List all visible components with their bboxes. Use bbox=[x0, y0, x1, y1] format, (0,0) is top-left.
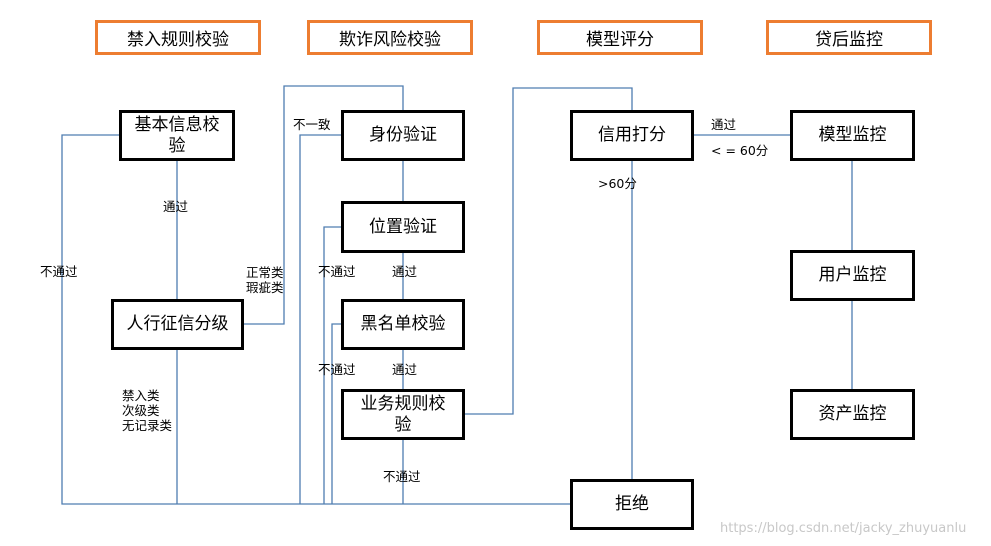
node-blacklist-check: 黑名单校验 bbox=[341, 299, 465, 350]
node-credit-scoring: 信用打分 bbox=[570, 110, 694, 161]
label-fail-basic: 不通过 bbox=[40, 264, 78, 279]
watermark: https://blog.csdn.net/jacky_zhuyuanlu bbox=[720, 521, 967, 536]
label-pass-credit: 通过 bbox=[711, 117, 737, 132]
header-post-loan-monitor: 贷后监控 bbox=[766, 20, 932, 55]
header-model-score: 模型评分 bbox=[537, 20, 703, 55]
node-location-verification: 位置验证 bbox=[341, 201, 465, 253]
node-reject: 拒绝 bbox=[570, 479, 694, 530]
node-model-monitor: 模型监控 bbox=[790, 110, 915, 161]
label-inconsistent: 不一致 bbox=[293, 117, 331, 132]
header-fraud-risk: 欺诈风险校验 bbox=[307, 20, 473, 55]
label-gt60: >60分 bbox=[598, 176, 637, 191]
label-normal-flaw: 正常类 瑕疵类 bbox=[246, 265, 284, 295]
label-pass-basic: 通过 bbox=[163, 199, 189, 214]
label-fail-location: 不通过 bbox=[318, 264, 356, 279]
node-user-monitor: 用户监控 bbox=[790, 250, 915, 301]
header-banned-rules: 禁入规则校验 bbox=[95, 20, 261, 55]
node-identity-verification: 身份验证 bbox=[341, 110, 465, 161]
node-pboc-credit-grade: 人行征信分级 bbox=[111, 299, 244, 350]
node-business-rule-check: 业务规则校验 bbox=[341, 389, 465, 440]
node-asset-monitor: 资产监控 bbox=[790, 389, 915, 440]
label-fail-blacklist: 不通过 bbox=[318, 362, 356, 377]
label-pass-location: 通过 bbox=[392, 264, 418, 279]
label-le60: < = 60分 bbox=[711, 143, 769, 158]
node-basic-info-check: 基本信息校验 bbox=[119, 110, 235, 161]
label-fail-business: 不通过 bbox=[383, 469, 421, 484]
label-pass-blacklist: 通过 bbox=[392, 362, 418, 377]
label-banned-sub: 禁入类 次级类 无记录类 bbox=[122, 388, 173, 433]
